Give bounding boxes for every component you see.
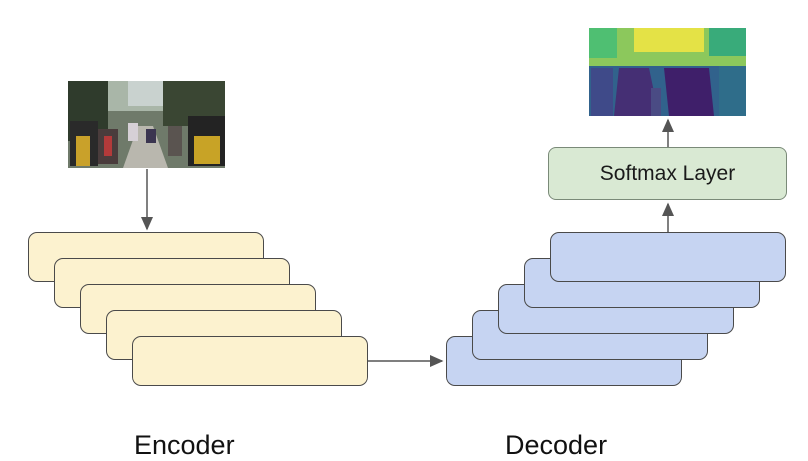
softmax-layer-box: Softmax Layer	[548, 147, 787, 200]
output-segmentation-map	[589, 28, 746, 116]
softmax-layer-label: Softmax Layer	[599, 161, 736, 185]
decoder-label: Decoder	[505, 430, 608, 460]
decoder-layer-5	[550, 232, 786, 282]
input-street-photo	[68, 81, 225, 168]
encoder-layer-5	[132, 336, 368, 386]
encoder-label: Encoder	[134, 430, 235, 460]
